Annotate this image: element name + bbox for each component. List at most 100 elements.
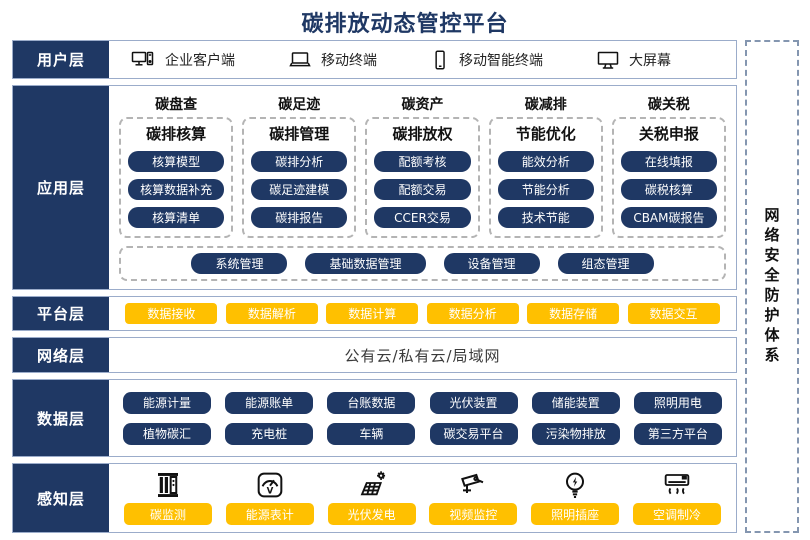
app-feature-chip: 在线填报 (620, 151, 718, 172)
app-column-carbon-inventory: 碳盘查 碳排核算 核算模型 核算数据补充 核算清单 (119, 94, 234, 238)
security-system-label: 网络安全防护体系 (762, 206, 781, 367)
layer-data-label: 数据层 (13, 380, 109, 456)
app-column-header: 碳足迹 (278, 97, 321, 113)
app-module-box: 碳排核算 核算模型 核算数据补充 核算清单 (119, 117, 234, 238)
app-common-chip: 系统管理 (191, 253, 288, 274)
app-module-title: 碳排放权 (392, 125, 453, 143)
solar-panel-icon (356, 469, 388, 501)
app-feature-chip: 碳排分析 (251, 151, 348, 172)
svg-text:V: V (266, 487, 273, 497)
perception-chip: 能源表计 (225, 503, 314, 525)
user-terminal-item: 移动智能终端 (429, 48, 543, 72)
desktop-pc-icon (129, 48, 157, 72)
big-screen-icon (595, 48, 621, 72)
platform-chip: 数据交互 (627, 303, 720, 324)
data-source-chip: 车辆 (327, 422, 416, 445)
app-module-title: 节能优化 (515, 125, 576, 143)
perception-chip: 空调制冷 (632, 503, 721, 525)
data-source-row: 能源计量 能源账单 台账数据 光伏装置 储能装置 照明用电 (123, 391, 722, 414)
app-column-header: 碳盘查 (155, 97, 198, 113)
app-module-box: 关税申报 在线填报 碳税核算 CBAM碳报告 (611, 117, 727, 238)
layer-app: 应用层 碳盘查 碳排核算 核算模型 核算数据补充 核算清单 (12, 85, 737, 290)
app-feature-chip: 核算数据补充 (128, 179, 225, 200)
perception-item: 碳监测 (123, 469, 213, 525)
lightbulb-icon (559, 469, 591, 501)
app-feature-chip: CBAM碳报告 (620, 207, 718, 228)
app-feature-chip: 碳排报告 (251, 207, 348, 228)
data-source-chip: 污染物排放 (531, 422, 620, 445)
data-source-chip: 第三方平台 (633, 422, 722, 445)
platform-chip: 数据接收 (125, 303, 218, 324)
layer-data: 数据层 能源计量 能源账单 台账数据 光伏装置 储能装置 照明用电 植物碳汇 充… (12, 379, 737, 457)
data-source-chip: 照明用电 (633, 391, 722, 414)
user-terminal-item: 移动终端 (287, 48, 377, 72)
layer-perception-content: 碳监测 V 能源表计 (109, 464, 736, 532)
user-terminal-label: 企业客户端 (165, 52, 235, 69)
data-source-chip: 光伏装置 (429, 391, 518, 414)
perception-item: 照明插座 (530, 469, 620, 525)
layer-app-content: 碳盘查 碳排核算 核算模型 核算数据补充 核算清单 碳足迹 碳排管理 (109, 86, 736, 289)
data-source-chip: 台账数据 (327, 391, 416, 414)
app-feature-chip: 节能分析 (497, 179, 594, 200)
app-column-carbon-asset: 碳资产 碳排放权 配额考核 配额交易 CCER交易 (365, 94, 480, 238)
app-common-box: 系统管理 基础数据管理 设备管理 组态管理 (119, 246, 726, 281)
layer-platform-content: 数据接收 数据解析 数据计算 数据分析 数据存储 数据交互 (109, 297, 736, 330)
security-system-box: 网络安全防护体系 (745, 40, 799, 533)
data-source-chip: 能源计量 (123, 391, 211, 414)
user-terminal-item: 大屏幕 (595, 48, 671, 72)
layer-network-label: 网络层 (13, 338, 109, 372)
app-column-carbon-footprint: 碳足迹 碳排管理 碳排分析 碳足迹建模 碳排报告 (242, 94, 357, 238)
perception-chip: 照明插座 (531, 503, 620, 525)
user-terminal-label: 大屏幕 (629, 52, 671, 69)
user-terminal-label: 移动智能终端 (459, 52, 543, 69)
platform-chip: 数据计算 (326, 303, 419, 324)
app-common-chip: 设备管理 (443, 253, 540, 274)
app-feature-chip: 技术节能 (497, 207, 594, 228)
app-module-box: 节能优化 能效分析 节能分析 技术节能 (488, 117, 603, 238)
layer-perception: 感知层 碳监测 (12, 463, 737, 533)
carbon-monitor-icon (152, 469, 184, 501)
app-feature-chip: 能效分析 (497, 151, 594, 172)
perception-item: V 能源表计 (225, 469, 315, 525)
app-module-title: 关税申报 (638, 125, 699, 143)
data-source-row: 植物碳汇 充电桩 车辆 碳交易平台 污染物排放 第三方平台 (123, 422, 722, 445)
app-feature-chip: 核算模型 (128, 151, 225, 172)
smartphone-icon (429, 48, 451, 72)
layer-stack: 用户层 企业客户端 (12, 40, 737, 533)
energy-meter-icon: V (254, 469, 286, 501)
laptop-icon (287, 48, 313, 72)
app-module-title: 碳排管理 (269, 125, 330, 143)
network-cloud-text: 公有云/私有云/局域网 (344, 346, 501, 365)
platform-chip: 数据存储 (527, 303, 620, 324)
perception-item: 视频监控 (428, 469, 518, 525)
app-column-header: 碳关税 (647, 97, 690, 113)
app-feature-chip: 碳税核算 (620, 179, 718, 200)
data-source-chip: 植物碳汇 (123, 422, 211, 445)
layer-app-label: 应用层 (13, 86, 109, 289)
perception-chip: 碳监测 (124, 503, 212, 525)
app-module-box: 碳排管理 碳排分析 碳足迹建模 碳排报告 (242, 117, 357, 238)
layer-perception-label: 感知层 (13, 464, 109, 532)
data-source-chip: 充电桩 (225, 422, 314, 445)
app-module-title: 碳排核算 (146, 125, 207, 143)
cctv-camera-icon (457, 469, 489, 501)
app-feature-chip: 核算清单 (128, 207, 225, 228)
app-column-carbon-tariff: 碳关税 关税申报 在线填报 碳税核算 CBAM碳报告 (611, 94, 727, 238)
app-column-header: 碳减排 (524, 97, 567, 113)
platform-chip: 数据解析 (225, 303, 318, 324)
perception-item: 光伏发电 (327, 469, 417, 525)
app-feature-chip: 碳足迹建模 (251, 179, 348, 200)
app-common-chip: 基础数据管理 (305, 253, 426, 274)
app-column-header: 碳资产 (401, 97, 444, 113)
layer-network: 网络层 公有云/私有云/局域网 (12, 337, 737, 373)
air-conditioner-icon (661, 469, 693, 501)
perception-chip: 视频监控 (429, 503, 518, 525)
layer-platform: 平台层 数据接收 数据解析 数据计算 数据分析 数据存储 数据交互 (12, 296, 737, 331)
layer-platform-label: 平台层 (13, 297, 109, 330)
app-columns: 碳盘查 碳排核算 核算模型 核算数据补充 核算清单 碳足迹 碳排管理 (119, 94, 727, 238)
layer-user: 用户层 企业客户端 (12, 40, 737, 79)
data-source-chip: 碳交易平台 (429, 422, 518, 445)
app-module-box: 碳排放权 配额考核 配额交易 CCER交易 (365, 117, 480, 238)
layer-user-content: 企业客户端 移动终端 (109, 41, 736, 78)
